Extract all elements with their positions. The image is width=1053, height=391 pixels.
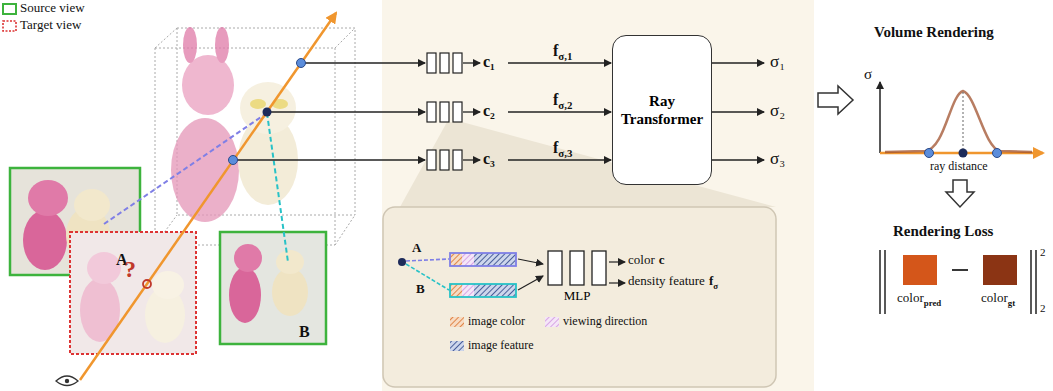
math-label: 2: [1040, 302, 1046, 314]
math-label: 2: [1040, 246, 1046, 258]
math-label: color: [628, 252, 655, 267]
math-label: ?: [124, 256, 136, 282]
text-group: 2: [1040, 302, 1046, 315]
math-label: B: [299, 323, 310, 340]
math-label: Rendering Loss: [893, 223, 993, 239]
text-group: A: [412, 241, 421, 256]
text-group: B: [299, 323, 310, 341]
text-group: viewing direction: [563, 315, 647, 329]
text-group: σ: [864, 66, 872, 83]
mlp-block: MLP: [546, 250, 608, 286]
math-label: f: [553, 139, 558, 156]
math-label: color: [897, 290, 924, 305]
math-label: color: [981, 290, 1008, 305]
math-label: c₃: [483, 150, 495, 167]
math-label: σ,2: [558, 99, 572, 111]
text-group: Volume Rendering: [874, 24, 994, 41]
math-label: σ: [713, 281, 718, 291]
math-label: c: [659, 252, 665, 267]
legend-text: viewing direction: [563, 314, 647, 328]
math-label: f: [553, 91, 558, 108]
text-group: Target view: [20, 18, 81, 33]
math-label: Volume Rendering: [874, 24, 994, 40]
math-label: gt: [1008, 298, 1015, 308]
text-group: ray distance: [930, 160, 988, 174]
math-label: σ₁: [770, 52, 785, 71]
text-group: colorpred: [897, 291, 941, 308]
mlp-icon: [546, 250, 608, 286]
math-label: σ: [864, 66, 872, 82]
text-group: fσ,3: [553, 139, 572, 160]
text-group: σ₃: [770, 149, 785, 169]
text-group: image feature: [468, 339, 534, 353]
math-label: c₂: [483, 102, 495, 119]
math-label: f: [709, 273, 713, 288]
text-group: c₃: [483, 150, 495, 168]
math-label: f: [553, 42, 558, 59]
text-group: B: [416, 282, 425, 297]
math-label: ray distance: [930, 159, 988, 173]
text-group: Source view: [20, 1, 85, 16]
node-text: MLP: [564, 288, 591, 304]
math-label: σ₃: [770, 149, 785, 168]
legend-text: Target view: [20, 17, 81, 32]
text-group: c₂: [483, 102, 495, 120]
math-label: c₁: [483, 53, 495, 70]
text-group: fσ,1: [553, 42, 572, 63]
legend-text: image feature: [468, 338, 534, 352]
math-label: B: [416, 281, 425, 296]
text-group: ?: [124, 256, 136, 284]
math-label: pred: [924, 298, 942, 308]
math-label: σ₂: [770, 101, 785, 120]
node-text: Ray Transformer: [617, 92, 707, 128]
text-group: image color: [468, 315, 525, 329]
math-label: σ,1: [558, 50, 572, 62]
text-group: 2: [1040, 246, 1046, 259]
math-label: A: [412, 240, 421, 255]
text-group: density feature fσ: [628, 274, 718, 291]
transformer-box: Ray Transformer: [612, 35, 712, 185]
text-group: σ₁: [770, 52, 785, 72]
text-group: Rendering Loss: [893, 223, 993, 240]
text-group: c₁: [483, 53, 495, 71]
text-group: colorc: [628, 253, 665, 268]
legend-text: Source view: [20, 0, 85, 15]
text-group: σ₂: [770, 101, 785, 121]
text-group: colorgt: [981, 291, 1015, 308]
math-label: density feature: [628, 273, 705, 288]
math-label: σ,3: [558, 147, 572, 159]
legend-text: image color: [468, 314, 525, 328]
text-group: fσ,2: [553, 91, 572, 112]
